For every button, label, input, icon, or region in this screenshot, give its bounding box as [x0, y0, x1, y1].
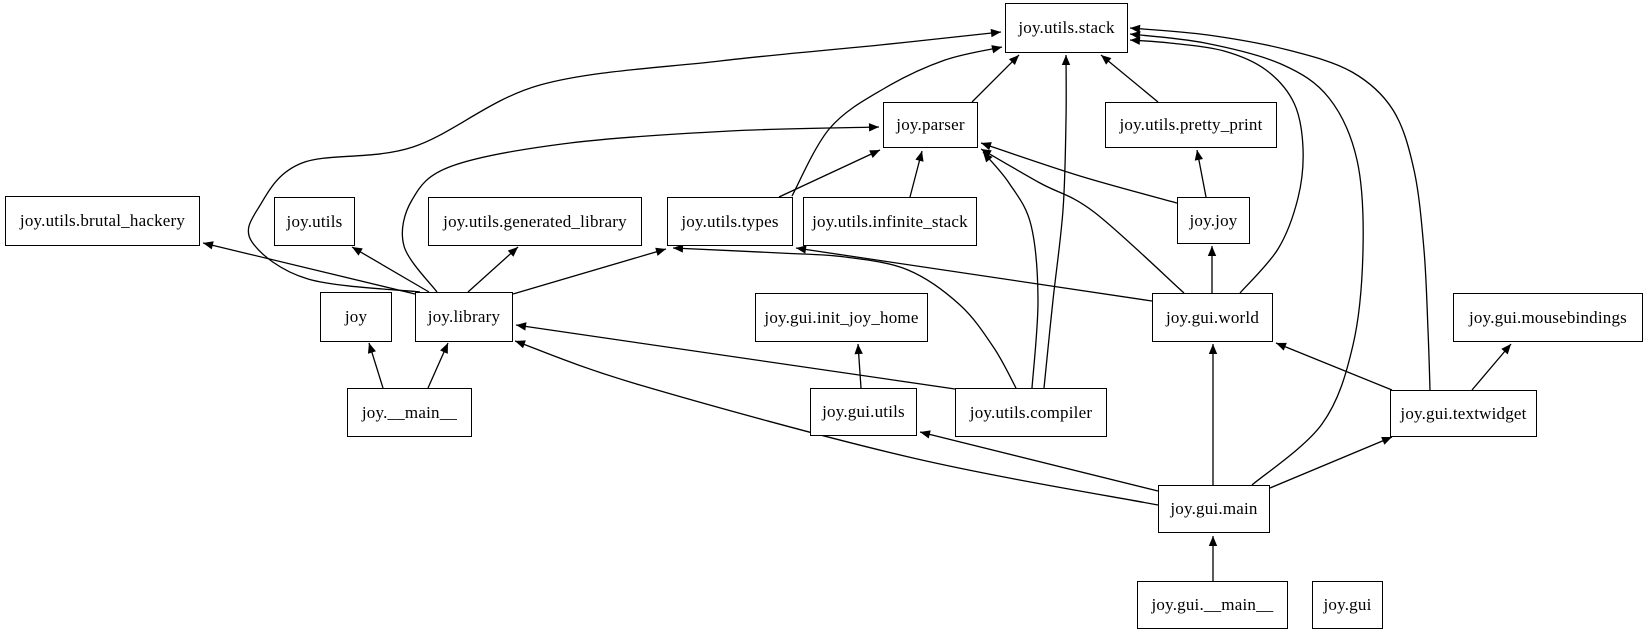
node-joy-gui-textwidget: joy.gui.textwidget	[1390, 390, 1537, 437]
node-joy-utils: joy.utils	[274, 197, 355, 246]
node-joy-utils-stack: joy.utils.stack	[1005, 3, 1128, 53]
edge-joy-library-to-joy-utils-brutal-hackery	[202, 241, 416, 295]
node-joy-utils-generated-library: joy.utils.generated_library	[428, 197, 642, 246]
edge-joy-utils-compiler-to-joy-utils-stack	[1043, 54, 1071, 389]
edge-joy-gui-textwidget-to-joy-utils-stack	[1129, 24, 1431, 391]
edge-joy-gui-world-to-joy-utils-stack	[1129, 36, 1304, 294]
edge-joy-gui-main-to-joy-gui-utils	[919, 430, 1159, 492]
edge-joy-joy-to-joy-parser	[980, 142, 1178, 204]
node-joy-utils-compiler: joy.utils.compiler	[955, 388, 1107, 437]
node-joy-parser: joy.parser	[883, 102, 978, 148]
node-joy-gui-mousebindings: joy.gui.mousebindings	[1453, 293, 1643, 342]
edge-joy-library-to-joy-utils-generated-library	[467, 246, 519, 293]
edge-joy-gui-main-to-joy-library	[514, 340, 1159, 506]
node-joy-gui: joy.gui	[1312, 581, 1383, 629]
edge-joy-library-to-joy-utils	[351, 246, 430, 293]
node-joy: joy	[320, 292, 392, 342]
edge-joy-gui-world-to-joy-utils-types	[795, 245, 1153, 302]
node-joy-utils-infinite-stack: joy.utils.infinite_stack	[803, 197, 977, 246]
edge-joy-gui-world-to-joy-parser	[980, 148, 1185, 294]
node-joy-gui-main: joy.gui.main	[1158, 485, 1270, 533]
node-joy-utils-pretty-print: joy.utils.pretty_print	[1105, 102, 1277, 148]
edge-joy-utils-compiler-to-joy-utils-types	[672, 244, 1017, 389]
edge-joy-gui-main-to-joy-utils-stack	[1129, 31, 1364, 486]
edge-joy-utils-compiler-to-joy-parser	[982, 151, 1039, 389]
node-joy-gui-world: joy.gui.world	[1152, 293, 1273, 342]
node-joy-gui-init-joy-home: joy.gui.init_joy_home	[755, 293, 928, 342]
edge-joy-gui-utils-to-joy-gui-init-joy-home	[854, 343, 863, 389]
node-joy-main: joy.__main__	[347, 388, 472, 437]
edge-joy-parser-to-joy-utils-stack	[971, 54, 1020, 103]
edge-group	[202, 24, 1512, 581]
node-joy-library: joy.library	[415, 292, 513, 342]
edge-joy-utils-types-to-joy-utils-stack	[791, 45, 1003, 197]
node-joy-gui-utils: joy.gui.utils	[810, 388, 917, 436]
edge-joy-library-to-joy-utils-types	[512, 247, 667, 295]
edge-joy-gui-textwidget-to-joy-gui-world	[1275, 342, 1393, 391]
edge-joy-utils-pretty-print-to-joy-utils-stack	[1100, 54, 1159, 103]
edge-joy-joy-to-joy-utils-pretty-print	[1194, 149, 1207, 198]
node-joy-utils-brutal-hackery: joy.utils.brutal_hackery	[5, 196, 200, 246]
edge-joy-gui-main-to-joy-gui-textwidget	[1269, 436, 1393, 489]
edge-joy-main-to-joy-library	[427, 342, 449, 389]
edge-joy-utils-infinite-stack-to-joy-parser	[909, 150, 924, 198]
node-joy-gui-main: joy.gui.__main__	[1137, 581, 1288, 629]
edge-joy-gui-textwidget-to-joy-gui-mousebindings	[1471, 343, 1512, 391]
edge-joy-utils-compiler-to-joy-library	[515, 322, 956, 390]
edge-joy-library-to-joy-parser	[401, 123, 880, 293]
edge-joy-library-to-joy-utils-stack	[247, 28, 1002, 293]
node-joy-joy: joy.joy	[1177, 197, 1250, 244]
node-joy-utils-types: joy.utils.types	[667, 197, 793, 246]
edge-joy-main-to-joy	[367, 342, 384, 389]
